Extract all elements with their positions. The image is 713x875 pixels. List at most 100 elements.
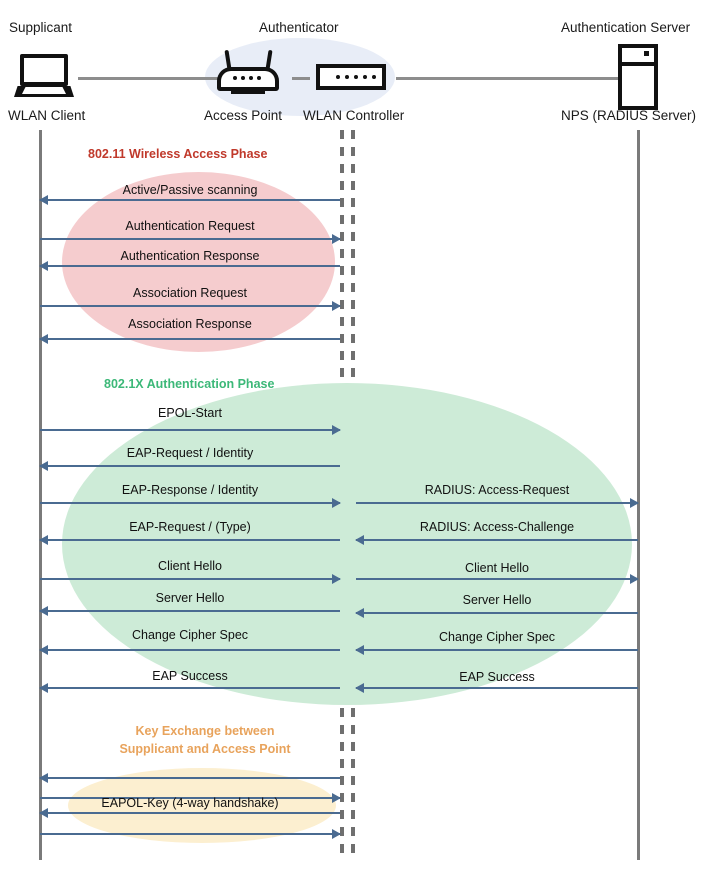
arrowhead-left-icon <box>39 534 48 545</box>
message-label: Authentication Response <box>120 249 260 263</box>
actor-device-access-point: Access Point <box>204 108 283 123</box>
arrowhead-left-icon <box>39 772 48 783</box>
arrowhead-left-icon <box>355 607 364 618</box>
message-label: EAPOL-Key (4-way handshake) <box>101 796 279 810</box>
message-arrow <box>355 607 638 618</box>
arrowhead-left-icon <box>39 605 48 616</box>
message-label: Active/Passive scanning <box>122 183 258 197</box>
message-arrow <box>40 300 341 311</box>
arrowhead-left-icon <box>39 807 48 818</box>
message-label: Association Response <box>128 317 252 331</box>
message-label: RADIUS: Access-Challenge <box>419 520 575 534</box>
message-arrow-line <box>40 305 340 307</box>
message-arrow <box>39 807 340 818</box>
phase-blob-wireless-access <box>62 172 335 352</box>
link-ap-to-controller <box>292 77 310 80</box>
message-label: EAP Success <box>459 670 535 684</box>
message-arrow <box>39 333 340 344</box>
arrowhead-right-icon <box>332 828 341 839</box>
laptop-icon <box>14 54 74 98</box>
arrowhead-right-icon <box>332 792 341 803</box>
arrowhead-right-icon <box>630 497 639 508</box>
arrowhead-right-icon <box>332 497 341 508</box>
message-arrow-line <box>356 578 638 580</box>
message-arrow-line <box>40 797 340 799</box>
message-label: EAP Success <box>152 669 228 683</box>
message-arrow <box>39 534 340 545</box>
message-arrow-line <box>356 649 638 651</box>
laptop-screen-part <box>20 54 68 86</box>
server-divider-part <box>618 62 658 66</box>
message-arrow-line <box>40 539 340 541</box>
arrowhead-right-icon <box>332 573 341 584</box>
phase-label-key-exchange: Key Exchange between Supplicant and Acce… <box>100 722 310 758</box>
message-arrow <box>39 460 340 471</box>
message-arrow <box>40 424 341 435</box>
message-arrow-line <box>40 687 340 689</box>
server-rack-icon <box>618 44 658 110</box>
arrowhead-left-icon <box>355 534 364 545</box>
message-arrow-line <box>40 238 340 240</box>
message-label: Change Cipher Spec <box>131 628 249 642</box>
phase-label-dot1x-auth: 802.1X Authentication Phase <box>104 377 275 391</box>
arrowhead-right-icon <box>332 424 341 435</box>
actor-device-nps-radius: NPS (RADIUS Server) <box>561 108 697 123</box>
message-label: Server Hello <box>155 591 225 605</box>
message-label: Client Hello <box>465 561 529 575</box>
message-arrow-line <box>356 687 638 689</box>
message-label: Client Hello <box>158 559 222 573</box>
actor-device-wlan-client: WLAN Client <box>8 108 86 123</box>
ap-body-part <box>217 67 279 91</box>
lifeline-supplicant <box>39 130 42 860</box>
message-arrow <box>40 828 341 839</box>
actor-device-wlan-controller: WLAN Controller <box>303 108 405 123</box>
message-arrow <box>39 644 340 655</box>
message-label: EPOL-Start <box>158 406 222 420</box>
message-arrow <box>355 682 638 693</box>
message-arrow-line <box>40 610 340 612</box>
message-label: Change Cipher Spec <box>438 630 556 644</box>
message-arrow <box>39 260 340 271</box>
message-arrow-line <box>40 199 340 201</box>
message-arrow-line <box>40 265 340 267</box>
message-label: Authentication Request <box>125 219 255 233</box>
message-arrow <box>39 682 340 693</box>
message-label: EAP-Request / Identity <box>126 446 254 460</box>
arrowhead-left-icon <box>39 460 48 471</box>
message-label: Server Hello <box>462 593 532 607</box>
message-arrow <box>39 194 340 205</box>
phase-label-key-exchange-line1: Key Exchange between <box>135 724 275 738</box>
message-arrow <box>356 497 639 508</box>
message-arrow-line <box>40 777 340 779</box>
arrowhead-left-icon <box>355 682 364 693</box>
phase-blob-key-exchange <box>68 768 336 843</box>
arrowhead-left-icon <box>355 644 364 655</box>
message-label: RADIUS: Access-Request <box>424 483 570 497</box>
message-arrow <box>355 644 638 655</box>
message-label: Association Request <box>133 286 247 300</box>
message-arrow-line <box>356 502 638 504</box>
link-client-to-ap <box>78 77 218 80</box>
message-arrow <box>356 573 639 584</box>
message-arrow <box>39 772 340 783</box>
message-arrow-line <box>40 502 340 504</box>
link-controller-to-server <box>396 77 618 80</box>
phase-label-key-exchange-line2: Supplicant and Access Point <box>119 742 291 756</box>
actor-role-auth-server: Authentication Server <box>561 20 691 35</box>
message-arrow-line <box>40 338 340 340</box>
actor-role-authenticator: Authenticator <box>259 20 339 35</box>
lifeline-auth-server <box>637 130 640 860</box>
message-arrow-line <box>40 429 340 431</box>
message-label: EAP-Request / (Type) <box>129 520 251 534</box>
message-arrow <box>40 497 341 508</box>
message-arrow <box>40 233 341 244</box>
message-arrow-line <box>40 465 340 467</box>
phase-blob-dot1x-auth <box>62 383 632 705</box>
message-arrow-line <box>40 578 340 580</box>
message-arrow-line <box>356 612 638 614</box>
message-label: EAP-Response / Identity <box>121 483 259 497</box>
arrowhead-right-icon <box>630 573 639 584</box>
arrowhead-right-icon <box>332 233 341 244</box>
message-arrow <box>40 573 341 584</box>
